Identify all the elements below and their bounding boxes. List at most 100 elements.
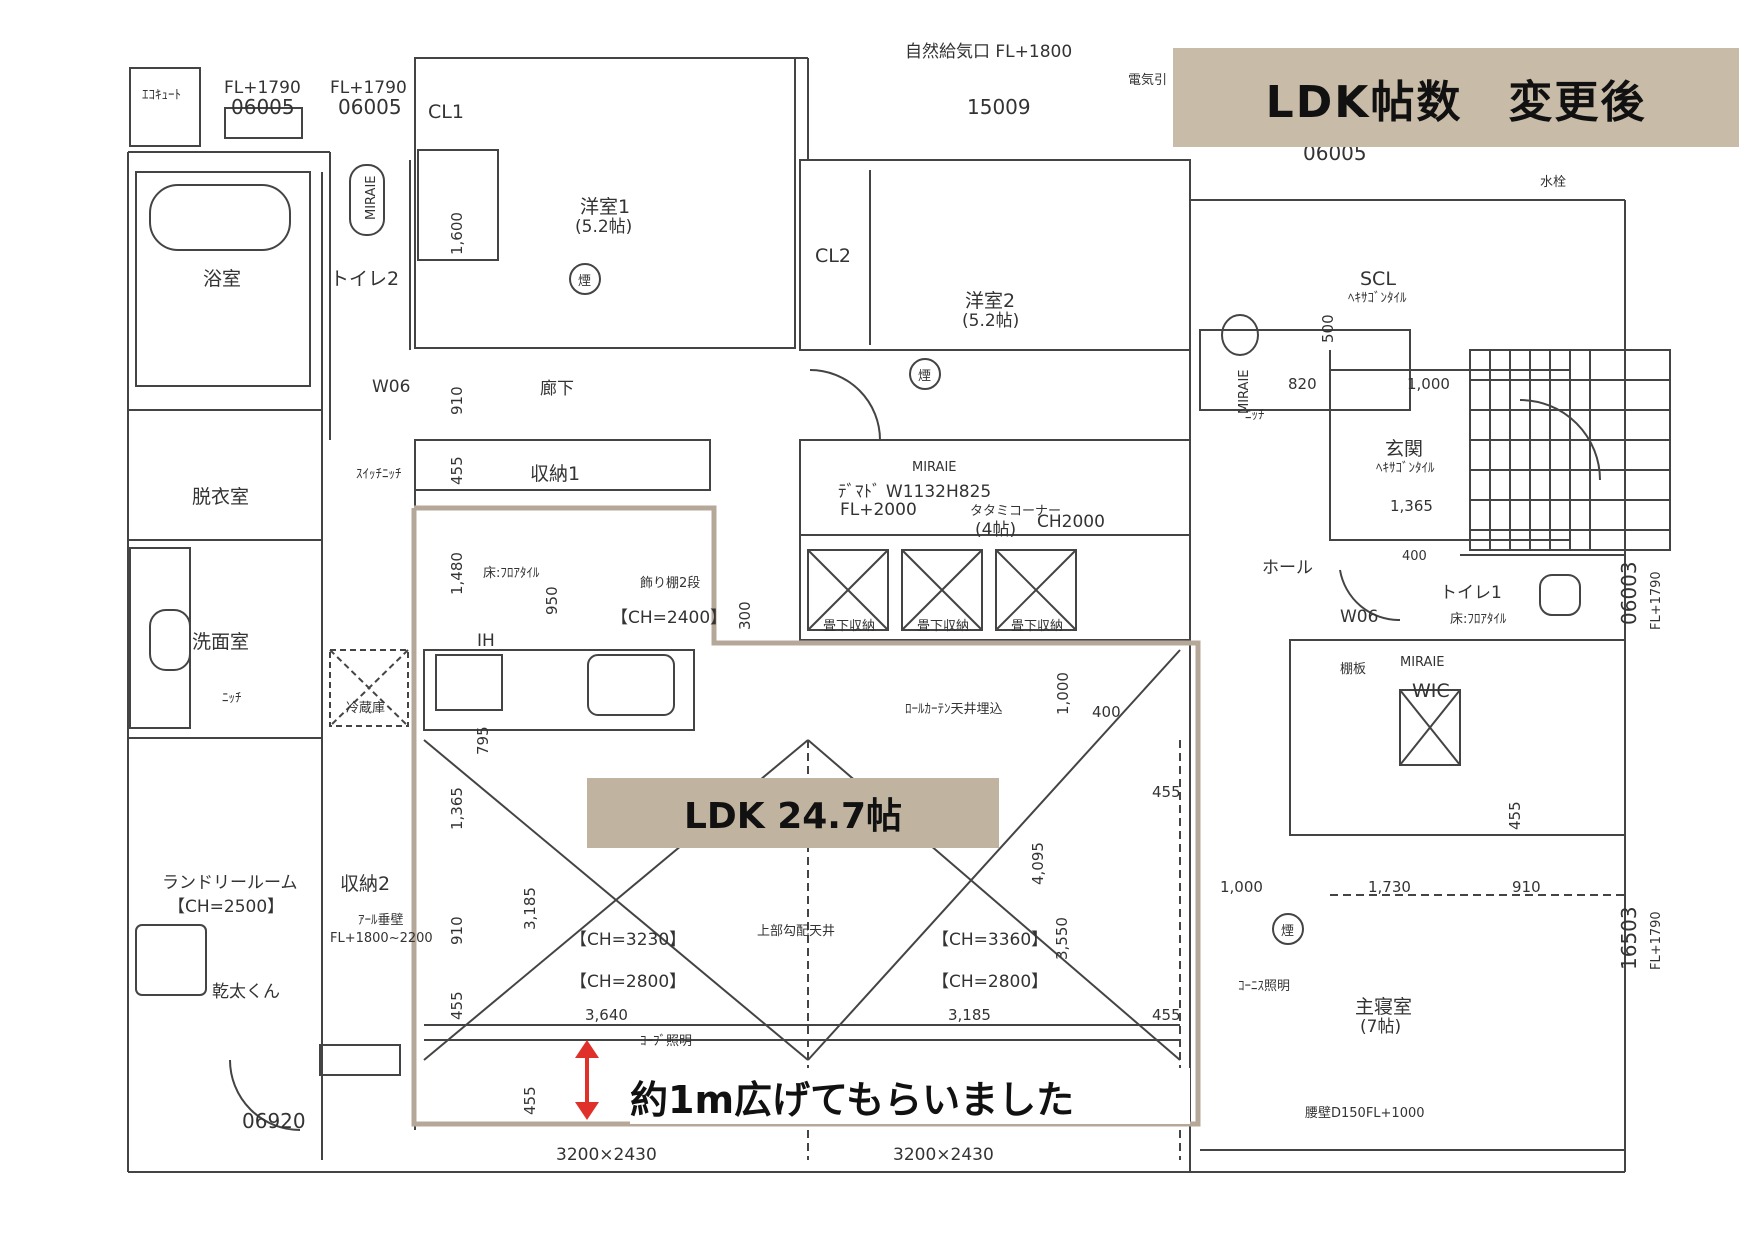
label-waist-wall: 腰壁D150FL+1000 — [1305, 1106, 1425, 1121]
label-slope-ceiling: 上部勾配天井 — [757, 924, 835, 939]
room-wic: WIC — [1412, 680, 1450, 702]
dim-3185h: 3,185 — [948, 1006, 991, 1024]
room-entrance: 玄関 — [1385, 438, 1423, 460]
label-tatami-storage1: 畳下収納 — [823, 619, 875, 634]
heading-text: LDK帖数 変更後 — [1265, 76, 1647, 128]
room-storage1: 収納1 — [530, 463, 580, 485]
label-ih: IH — [477, 631, 495, 651]
scl-tile: ﾍｷｻｺﾞﾝﾀｲﾙ — [1348, 291, 1407, 306]
dim-1730: 1,730 — [1368, 878, 1411, 896]
label-arch-fl: FL+1800~2200 — [330, 931, 433, 946]
label-window1: 3200×2430 — [556, 1145, 657, 1165]
room-scl: SCL — [1360, 268, 1396, 290]
label-vent: 自然給気口 FL+1800 — [905, 42, 1072, 62]
label-arch: ｱｰﾙ垂壁 — [358, 913, 404, 928]
code-06005a: 06005 — [231, 95, 295, 119]
dim-455b: 455 — [448, 991, 466, 1020]
room-washroom: 洗面室 — [192, 631, 249, 653]
room-bath: 浴室 — [203, 268, 241, 290]
room-toilet2: トイレ2 — [330, 268, 399, 290]
ldk-size-text: LDK 24.7帖 — [683, 796, 903, 837]
label-cornice-light: ｺｰﾆｽ照明 — [1238, 979, 1290, 994]
label-window2: 3200×2430 — [893, 1145, 994, 1165]
label-floor-tile1: 床:ﾌﾛｱﾀｲﾙ — [483, 566, 540, 581]
label-fl1790b: FL+1790 — [330, 78, 407, 98]
room-storage2: 収納2 — [340, 873, 390, 895]
label-ch2800a: 【CH=2800】 — [570, 972, 686, 992]
dim-1365b: 1,365 — [1390, 497, 1433, 515]
entrance-tile: ﾍｷｻｺﾞﾝﾀｲﾙ — [1376, 461, 1435, 476]
code-06005b: 06005 — [338, 95, 402, 119]
mirai-label-1: MIRAIE — [364, 176, 379, 221]
master-size: (7帖) — [1360, 1017, 1401, 1037]
label-ch3230: 【CH=3230】 — [570, 930, 686, 950]
label-ch2400: 【CH=2400】 — [611, 608, 727, 628]
expansion-note: 約1m広げてもらいました — [630, 1068, 1190, 1124]
label-ch2800b: 【CH=2800】 — [932, 972, 1048, 992]
dim-1000c: 1,000 — [1220, 878, 1263, 896]
label-denki: 電気引 — [1128, 72, 1167, 88]
room-tatami: タタミコーナー — [970, 504, 1061, 519]
smoke-label-2: 煙 — [918, 369, 931, 384]
room-western2: 洋室2 — [965, 290, 1015, 312]
room-master: 主寝室 — [1355, 996, 1412, 1018]
western2-size: (5.2帖) — [962, 311, 1019, 331]
room-cl1: CL1 — [428, 101, 464, 123]
dim-950: 950 — [543, 586, 561, 615]
code-06920: 06920 — [242, 1109, 306, 1133]
dim-455f: 455 — [1506, 801, 1524, 830]
smoke-label-3: 煙 — [1281, 924, 1294, 939]
label-ch3360: 【CH=3360】 — [932, 930, 1048, 950]
dim-3640: 3,640 — [585, 1006, 628, 1024]
dim-300: 300 — [736, 601, 754, 630]
code-06003: 06003 — [1617, 561, 1641, 625]
label-roll-curtain: ﾛｰﾙｶｰﾃﾝ天井埋込 — [905, 702, 1003, 717]
code-16503: 16503 — [1617, 906, 1641, 970]
room-western1: 洋室1 — [580, 196, 630, 218]
label-tatami-storage2: 畳下収納 — [917, 619, 969, 634]
dim-455c: 455 — [521, 1086, 539, 1115]
ldk-size-label: LDK 24.7帖 — [587, 778, 999, 848]
label-demado: ﾃﾞﾏﾄﾞ W1132H825 — [838, 482, 991, 502]
label-fl1790c: FL+1790 — [1649, 571, 1664, 630]
dim-1000: 1,000 — [1054, 672, 1072, 715]
label-floor-tile2: 床:ﾌﾛｱﾀｲﾙ — [1450, 612, 1507, 627]
label-switch-niche: ｽｲｯﾁﾆｯﾁ — [356, 467, 402, 482]
western1-size: (5.2帖) — [575, 217, 632, 237]
dim-910c: 910 — [1512, 878, 1541, 896]
expansion-note-text: 約1m広げてもらいました — [630, 1077, 1075, 1122]
label-ch2000: CH2000 — [1037, 512, 1105, 532]
room-toilet1: トイレ1 — [1440, 583, 1502, 603]
label-cove-light: ｺｰﾌﾞ照明 — [640, 1034, 692, 1049]
label-fl1790d: FL+1790 — [1649, 911, 1664, 970]
dim-3185v: 3,185 — [521, 887, 539, 930]
label-ecocute: ｴｺｷｭｰﾄ — [142, 88, 181, 103]
label-niche1: ﾆｯﾁ — [222, 691, 242, 706]
dim-910b: 910 — [448, 916, 466, 945]
dim-4095: 4,095 — [1029, 842, 1047, 885]
dim-400b: 400 — [1402, 549, 1427, 564]
width-change-arrow — [575, 1040, 599, 1120]
room-hall: ホール — [1262, 558, 1313, 578]
dim-455e: 455 — [1152, 783, 1181, 801]
mirai-label-3: MIRAIE — [1237, 370, 1252, 415]
label-fridge: 冷蔵庫 — [346, 701, 385, 716]
dim-795: 795 — [474, 726, 492, 755]
dim-455d: 455 — [1152, 1006, 1181, 1024]
label-deco-shelf: 飾り棚2段 — [640, 576, 700, 591]
mirai-label-2: MIRAIE — [912, 460, 957, 475]
heading-banner: LDK帖数 変更後 — [1173, 48, 1739, 147]
room-corridor: 廊下 — [540, 379, 574, 399]
dim-910a: 910 — [448, 386, 466, 415]
label-demado-fl: FL+2000 — [840, 500, 917, 520]
room-laundry: ランドリールーム — [162, 873, 298, 893]
dim-455a: 455 — [448, 456, 466, 485]
dim-1600: 1,600 — [448, 212, 466, 255]
mirai-label-4: MIRAIE — [1400, 655, 1445, 670]
code-15009: 15009 — [967, 95, 1031, 119]
room-cl2: CL2 — [815, 245, 851, 267]
dim-3550: 3,550 — [1053, 917, 1071, 960]
dim-400a: 400 — [1092, 703, 1121, 721]
label-shelf-board: 棚板 — [1340, 662, 1366, 677]
